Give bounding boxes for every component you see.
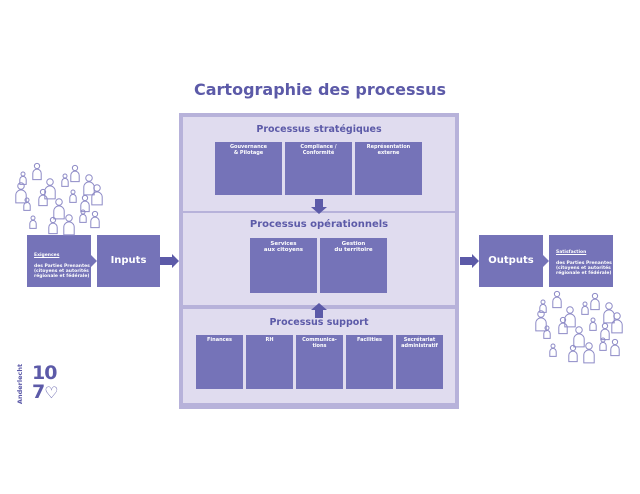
satisfaction-heading: Satisfaction [556,250,587,256]
person-icon [23,197,31,211]
process-box-facilities[interactable]: Facilities [346,335,393,389]
person-icon [583,342,595,364]
process-box-secretariat[interactable]: Secrétariat administratif [396,335,443,389]
process-box-services[interactable]: Services aux citoyens [250,238,317,293]
person-icon [15,182,27,204]
person-icon [573,326,585,348]
person-icon [44,178,56,200]
person-icon [79,209,87,223]
person-icon [535,310,547,332]
person-icon [90,210,100,229]
satisfaction-text: des Parties Prenantes (citoyens et autor… [556,260,612,276]
person-icon [611,312,623,334]
person-icon [568,344,578,363]
person-icon [552,290,562,309]
operational-title: Processus opérationnels [249,219,389,230]
person-icon [91,184,103,206]
strategic-section: Processus stratégiques Gouvernance & Pil… [183,117,455,211]
process-map-frame: Processus stratégiques Gouvernance & Pil… [179,113,459,409]
requirements-text: des Parties Prenantes (citoyens et autor… [34,263,90,279]
person-icon [581,301,589,315]
chevron-right-icon [542,254,549,268]
arrow-up-icon [311,303,327,318]
strategic-title: Processus stratégiques [256,124,382,135]
person-icon [543,325,551,339]
person-icon [32,162,42,181]
satisfaction-box: Satisfaction des Parties Prenantes (cito… [549,235,613,287]
process-box-finances[interactable]: Finances [196,335,243,389]
person-icon [600,322,610,341]
person-icon [29,215,37,229]
arrow-right-icon [160,254,179,268]
person-icon [53,198,65,220]
person-icon [603,302,615,324]
inputs-box: Inputs [97,235,160,287]
person-icon [590,292,600,311]
people-group-icon [535,290,623,364]
person-icon [48,216,58,235]
process-box-gouvernance[interactable]: Gouvernance & Pilotage [215,142,282,195]
person-icon [549,343,557,357]
logo-text: Anderlecht [16,363,25,405]
operational-section: Processus opérationnels Services aux cit… [183,213,455,305]
process-box-territoire[interactable]: Gestion du territoire [320,238,387,293]
person-icon [80,194,90,213]
person-icon [589,317,597,331]
process-box-representation[interactable]: Représentation externe [355,142,422,195]
outputs-box: Outputs [479,235,543,287]
person-icon [38,188,48,207]
requirements-box: Exigences des Parties Prenantes (citoyen… [27,235,91,287]
requirements-heading: Exigences [34,253,60,259]
person-icon [61,173,69,187]
chevron-right-icon [90,254,97,268]
support-section: Processus support Finances RH Communica-… [183,309,455,403]
person-icon [558,316,568,335]
person-icon [69,189,77,203]
person-icon [70,164,80,183]
person-icon [564,306,576,328]
support-title: Processus support [269,317,369,328]
person-icon [610,338,620,357]
process-box-rh[interactable]: RH [246,335,293,389]
process-box-communications[interactable]: Communica- tions [296,335,343,389]
process-box-compliance[interactable]: Compliance / Conformité [285,142,352,195]
arrow-right-icon [460,254,479,268]
people-group-icon [15,162,103,236]
arrow-down-icon [311,199,327,214]
person-icon [63,214,75,236]
page-title: Cartographie des processus [194,80,446,99]
person-icon [19,171,27,185]
person-icon [599,337,607,351]
person-icon [83,174,95,196]
person-icon [539,299,547,313]
